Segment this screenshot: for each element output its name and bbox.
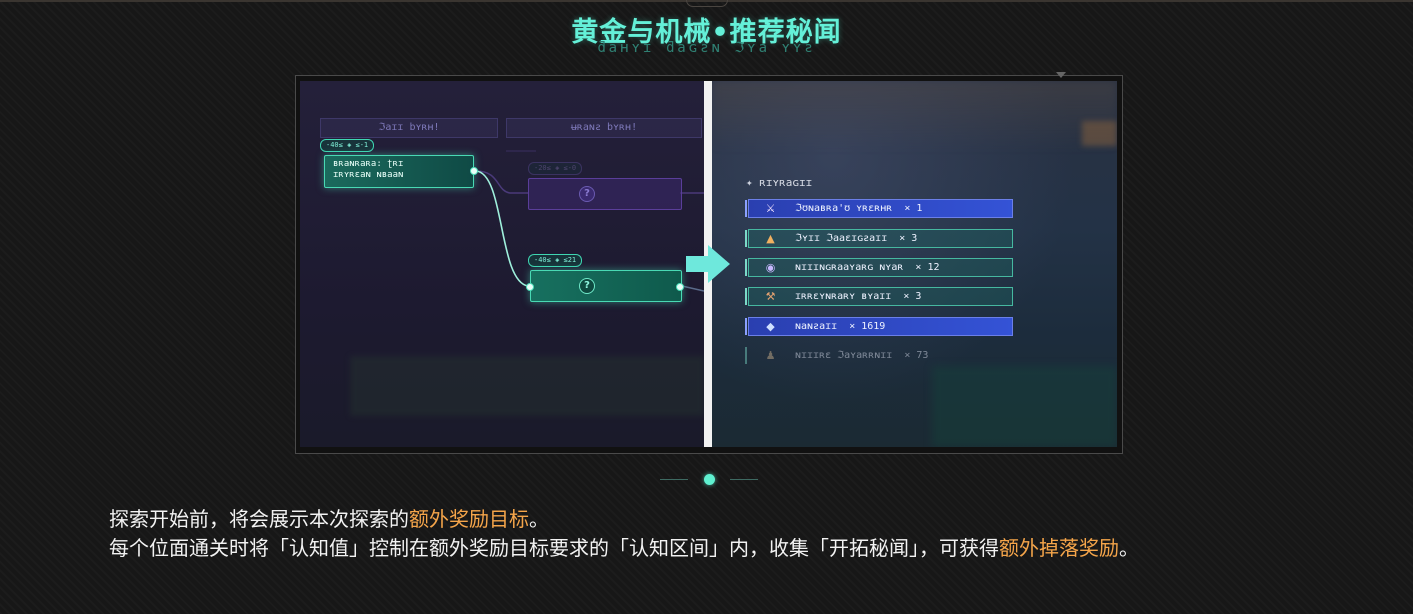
pager-dot-active[interactable] [704, 474, 715, 485]
blurred-panel [932, 366, 1117, 447]
range-tag-2: -40≤ ◈ ≤21 [528, 254, 583, 267]
blurred-top [712, 81, 1117, 151]
figure-icon: ♟ [765, 349, 776, 362]
frame-marker-icon [1056, 72, 1066, 78]
gear-icon: ✦ [746, 176, 753, 189]
node-connections [475, 150, 704, 292]
top-border [0, 0, 1413, 2]
top-notch [686, 0, 728, 7]
selected-node[interactable]: ? [530, 270, 682, 302]
blurred-light [1082, 121, 1117, 146]
reward-row: ◉ ɴɪɪɪɴɢʀaaʏaʀɢ ɴʏaʀ × 12 [745, 258, 1013, 277]
description-line-2: 每个位面通关时将「认知值」控制在额外奖励目标要求的「认知区间」内，收集「开拓秘闻… [109, 536, 1139, 560]
question-icon: ? [579, 186, 595, 202]
node-connector-dot [526, 283, 534, 291]
reward-row: ♟ ɴɪɪɪʀɛ ℑaʏaʀʀɴɪɪ × 73 [745, 346, 1013, 365]
carousel-pager [660, 474, 760, 486]
description: 探索开始前，将会展示本次探索的额外奖励目标。 每个位面通关时将「认知值」控制在额… [109, 505, 1319, 563]
range-tag-3: -20≤ ◈ ≤-0 [528, 162, 583, 175]
reward-row: ◆ ɴaɴƨaɪɪ × 1619 [745, 317, 1013, 336]
rewards-header: ✦ ʀɪʏʀaɢɪɪ [746, 176, 813, 189]
pager-line [730, 479, 758, 480]
node-connector-dot [470, 167, 478, 175]
locked-node[interactable]: ? [528, 178, 682, 210]
node-connector-dot [676, 283, 684, 291]
reward-row: ⚔ ℑʊɴaʙʀa'ʊ ʏʀɛʀʜʀ × 1 [745, 199, 1013, 218]
pyramid-icon: ▲ [766, 232, 775, 245]
column-header-1: ℑaɪɪ bʏʀʜ! [320, 118, 498, 138]
right-screenshot-rewards: ✦ ʀɪʏʀaɢɪɪ ⚔ ℑʊɴaʙʀa'ʊ ʏʀɛʀʜʀ × 1 ▲ ℑʏɪɪ… [712, 81, 1117, 447]
explored-node[interactable]: ʙʀaɴʀaʀa: ʈʀɪ ɪʀʏʀɛaɴ ɴʙaaɴ [324, 155, 474, 188]
question-icon: ? [579, 278, 595, 294]
reward-row: ⚒ ɪʀʀɛʏɴʀaʀʏ ʙʏaɪɪ × 3 [745, 287, 1013, 306]
crystal-icon: ◆ [766, 320, 775, 333]
pager-line [660, 479, 688, 480]
description-line-1: 探索开始前，将会展示本次探索的额外奖励目标。 [109, 507, 549, 531]
left-screenshot-node-map: ℑaɪɪ bʏʀʜ! ʉʀaɴƨ bʏʀʜ! -40≤ ◈ ≤-1 ʙʀaɴʀa… [300, 81, 704, 447]
hammer-icon: ⚒ [765, 290, 776, 303]
arrow-right-icon [686, 245, 730, 283]
node-label: ʙʀaɴʀaʀa: ʈʀɪ ɪʀʏʀɛaɴ ɴʙaaɴ [333, 159, 404, 180]
reward-row: ▲ ℑʏɪɪ ℑaaɛɪɢƨaɪɪ × 3 [745, 229, 1013, 248]
page-subtitle-glyphs: ƌaʜʏɪ ƌaɢƨɴ ℑʏa ʏʏƨ [597, 40, 816, 56]
column-header-2: ʉʀaɴƨ bʏʀʜ! [506, 118, 702, 138]
page-title: 黄金与机械•推荐秘闻 [571, 17, 842, 48]
orb-icon: ◉ [765, 261, 776, 274]
sword-icon: ⚔ [765, 202, 776, 215]
blurred-panel [350, 356, 704, 416]
range-tag-1: -40≤ ◈ ≤-1 [320, 139, 375, 152]
